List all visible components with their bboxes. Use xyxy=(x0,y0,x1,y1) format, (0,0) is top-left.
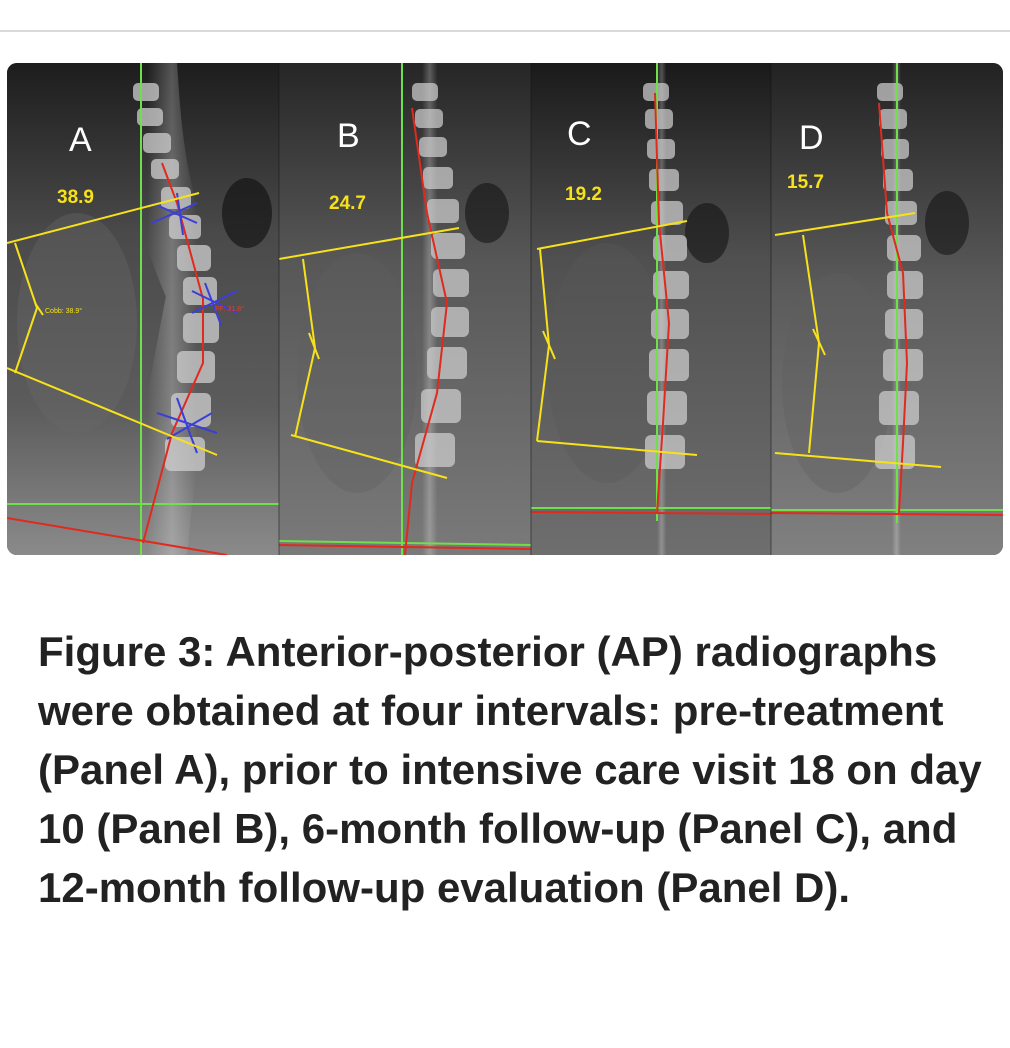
panel-d: D 15.7 xyxy=(770,63,1003,555)
panel-c-angle: 19.2 xyxy=(565,184,602,205)
panel-c-cobb-lines xyxy=(536,220,698,456)
panel-a: A 38.9 Cobb: 38.9° FF: 31.8° xyxy=(7,63,279,555)
panel-d-dark-region xyxy=(925,191,969,255)
panel-a-soft-tissue xyxy=(17,213,137,433)
panel-a-spine-curve xyxy=(142,162,204,544)
panel-a-cobb-lines xyxy=(7,192,218,456)
panel-b-angle: 24.7 xyxy=(329,193,366,214)
panel-a-pelvic-line xyxy=(7,517,228,555)
panel-d-letter: D xyxy=(799,119,824,157)
panel-b-letter: B xyxy=(337,117,360,155)
panel-a-segment-note: FF: 31.8° xyxy=(215,305,244,313)
panel-c-pelvic-line xyxy=(530,511,772,515)
top-divider xyxy=(0,30,1010,32)
radiograph-figure: A 38.9 Cobb: 38.9° FF: 31.8° xyxy=(7,63,1003,555)
panel-d-spine-curve xyxy=(878,102,909,514)
panel-a-cobb-note: Cobb: 38.9° xyxy=(45,307,82,315)
panel-b-spine-curve xyxy=(404,107,449,555)
panel-d-pelvic-line xyxy=(770,512,1003,516)
panel-b-cobb-lines xyxy=(278,227,460,479)
panel-d-angle: 15.7 xyxy=(787,172,824,193)
panel-b-soft-tissue xyxy=(297,253,417,493)
panel-a-letter: A xyxy=(69,121,92,159)
panel-a-vertebrae xyxy=(133,83,219,471)
panel-a-vertebra-markers xyxy=(151,192,238,454)
panel-d-cobb-lines xyxy=(774,212,942,468)
panel-separators xyxy=(278,63,772,555)
panel-c: C 19.2 xyxy=(530,63,772,555)
panel-b-horizontal-green xyxy=(278,540,532,546)
figure-caption: Figure 3: Anterior-posterior (AP) radiog… xyxy=(38,628,982,911)
panel-c-dark-region xyxy=(685,203,729,263)
panel-b: B 24.7 xyxy=(278,63,532,555)
panel-b-dark-region xyxy=(465,183,509,243)
panel-b-vertebrae xyxy=(412,83,469,467)
panel-c-letter: C xyxy=(567,115,592,153)
panel-a-dark-region xyxy=(222,178,272,248)
panel-c-spine-curve xyxy=(654,92,671,514)
panel-a-angle: 38.9 xyxy=(57,187,94,208)
